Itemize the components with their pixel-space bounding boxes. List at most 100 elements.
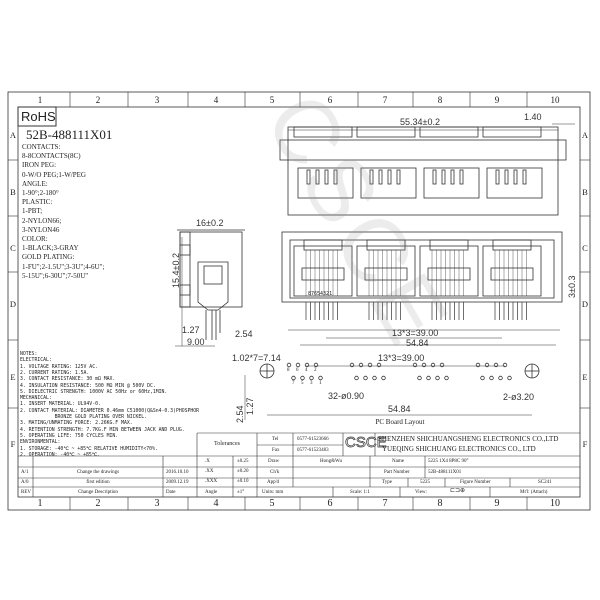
note-line: 4. RETENTION STRENGTH: 7.7KG.F MIN BETWE… xyxy=(20,427,185,433)
part-number-code: 52B-488111X01 xyxy=(26,127,113,142)
type-value: 5225 xyxy=(420,480,430,485)
pcb-hole-label: 2 xyxy=(314,368,317,373)
part-code-legend-line: 1-90°;2-180° xyxy=(22,189,59,197)
row-label-right: B xyxy=(582,187,588,197)
note-line: 2. OPERATION: -40℃ ~ +85℃. xyxy=(20,452,101,458)
column-label-bottom: 6 xyxy=(327,498,333,509)
tolerance-precision: Angle xyxy=(205,489,218,495)
company-name-yueqing: YUEQING SHICHUANG ELECTRONICS CO., LTD xyxy=(382,445,536,453)
pcb-hole-label: 8 xyxy=(287,368,290,373)
draw-value: Hong&Wu xyxy=(320,459,343,464)
column-label-bottom: 2 xyxy=(95,498,101,509)
column-label-bottom: 10 xyxy=(550,498,560,509)
column-label-top: 1 xyxy=(37,95,43,105)
revision-date: Date xyxy=(166,489,176,495)
part-code-legend-line: 1-FU";2-1.5U";3-3U";4-6U"; xyxy=(22,262,105,271)
note-line: BRONZE GOLD PLATING OVER NICKEL. xyxy=(20,415,148,420)
dim-pcb-pegs: 2-ø3.20 xyxy=(503,392,535,402)
pcb-layout xyxy=(244,362,540,420)
material: Mt'l: (Attach) xyxy=(520,490,548,495)
pcb-hole-label: 4 xyxy=(305,368,308,373)
company-logo: CSCE xyxy=(345,434,387,451)
tel-label: Tel xyxy=(272,437,279,442)
row-label-right: C xyxy=(582,243,588,253)
dim-front-width: 54.84 xyxy=(406,338,429,348)
note-line: 2. CONTACT MATERIAL: DIAMETER 0.46mm C51… xyxy=(20,408,200,414)
pcb-hole-label: 1 xyxy=(319,381,322,386)
top-view xyxy=(279,123,575,216)
title-block-lines xyxy=(18,432,580,497)
part-code-legend-line: 3-NYLON46 xyxy=(22,225,60,234)
tolerance-value: ±0.20 xyxy=(237,469,249,475)
column-label-bottom: 5 xyxy=(269,498,275,509)
dim-front-pitch: 13*3=39.00 xyxy=(392,328,439,338)
dim-pcb-pitch: 1.02*7=7.14 xyxy=(232,353,281,363)
rohs-label: RoHS xyxy=(21,109,56,124)
revision-description: first edition xyxy=(86,479,110,485)
scale: Scale: 1:1 xyxy=(350,490,370,495)
outer-frame xyxy=(7,91,591,511)
column-label-bottom: 9 xyxy=(494,498,500,509)
part-code-legend-line: 5-15U";6-30U";7-50U" xyxy=(22,271,89,280)
tolerance-precision: .XXX xyxy=(205,479,218,485)
dim-pcb-width: 54.84 xyxy=(388,404,411,414)
note-line: 2. CURRENT RATING: 1.5A. xyxy=(20,370,90,376)
pcb-layout-title: PC Board Layout xyxy=(375,418,425,426)
company-name-shenzhen: SHENZHEN SHICHUANGSHENG ELECTRONICS CO.,… xyxy=(378,435,559,443)
tolerances-label: Tolerances xyxy=(214,441,240,447)
column-label-bottom: 4 xyxy=(213,498,219,509)
projection-symbol-icon: ⊏⊐⊕ xyxy=(450,488,466,494)
dim-side-height: 15.4±0.2 xyxy=(171,253,181,288)
revision-code: A/0 xyxy=(21,479,29,485)
column-label-top: 5 xyxy=(269,95,275,105)
part-code-legend-line: COLOR: xyxy=(22,235,48,243)
row-label-right: E xyxy=(582,372,588,382)
tolerance-value: ±0.25 xyxy=(237,459,249,464)
column-label-bottom: 7 xyxy=(382,498,388,509)
revision-description: Change the drawings xyxy=(76,470,120,475)
row-label-left: A xyxy=(9,130,17,140)
draw-label: Draw xyxy=(268,459,280,464)
column-label-bottom: 8 xyxy=(437,498,443,509)
revision-date: 2016.10.10 xyxy=(166,470,189,475)
part-code-legend-line: 1-PBT; xyxy=(22,207,43,216)
part-code-legend-line: IRON PEG: xyxy=(22,161,57,170)
pcb-hole-label: 5 xyxy=(301,381,304,386)
column-label-top: 9 xyxy=(494,95,500,105)
part-number-label: Part Number xyxy=(384,470,410,475)
dim-pin-row: 2.54 xyxy=(235,329,253,339)
note-line: 5. OPERATING LIFE: 750 CYCLES MIN. xyxy=(20,433,119,439)
tolerance-value: ±1° xyxy=(237,489,245,495)
dim-pcb-row1: 2.54 xyxy=(235,405,245,423)
figure-number-value: SC241 xyxy=(538,480,552,485)
part-code-legend-line: CONTACTS: xyxy=(22,143,61,151)
view-label: View: xyxy=(415,490,427,495)
note-line: 1. INSERT MATERIAL: UL94V-0. xyxy=(20,402,101,408)
part-code-legend-line: 0-W/O PEG;1-W/PEG xyxy=(22,170,86,179)
side-view xyxy=(175,229,245,347)
check-label: Ch'k xyxy=(270,470,280,475)
dim-pcb-row2: 1.27 xyxy=(245,397,255,415)
inner-frame xyxy=(17,106,581,498)
note-line: MECHANICAL: xyxy=(20,396,52,402)
part-number-value: 52B-488111X01 xyxy=(428,470,462,475)
row-label-left: C xyxy=(10,243,16,253)
units: Units: mm xyxy=(262,490,284,495)
column-label-top: 3 xyxy=(154,95,160,105)
tolerance-precision: .X xyxy=(205,459,210,464)
front-view xyxy=(281,231,563,346)
note-line: 4. INSULATION RESISTANCE: 500 MΩ MIN @ 5… xyxy=(20,383,156,389)
column-label-top: 6 xyxy=(327,95,333,105)
part-code-legend-line: 1-BLACK;3-GRAY xyxy=(22,244,79,253)
column-label-top: 10 xyxy=(550,95,560,105)
row-label-left: D xyxy=(9,299,17,309)
pin-numbers: 87654321 xyxy=(308,291,333,297)
revision-description: Change Description xyxy=(78,489,118,495)
column-label-bottom: 3 xyxy=(154,498,160,509)
note-line: 1. STORAGE: -40℃ ~ +85℃ RELATIVE HUMIDIT… xyxy=(20,446,158,452)
note-line: ENVIRONMENTAL: xyxy=(20,440,61,446)
row-label-left: B xyxy=(10,187,16,197)
revision-code: REV xyxy=(21,489,31,495)
name-label: Name xyxy=(392,459,404,464)
